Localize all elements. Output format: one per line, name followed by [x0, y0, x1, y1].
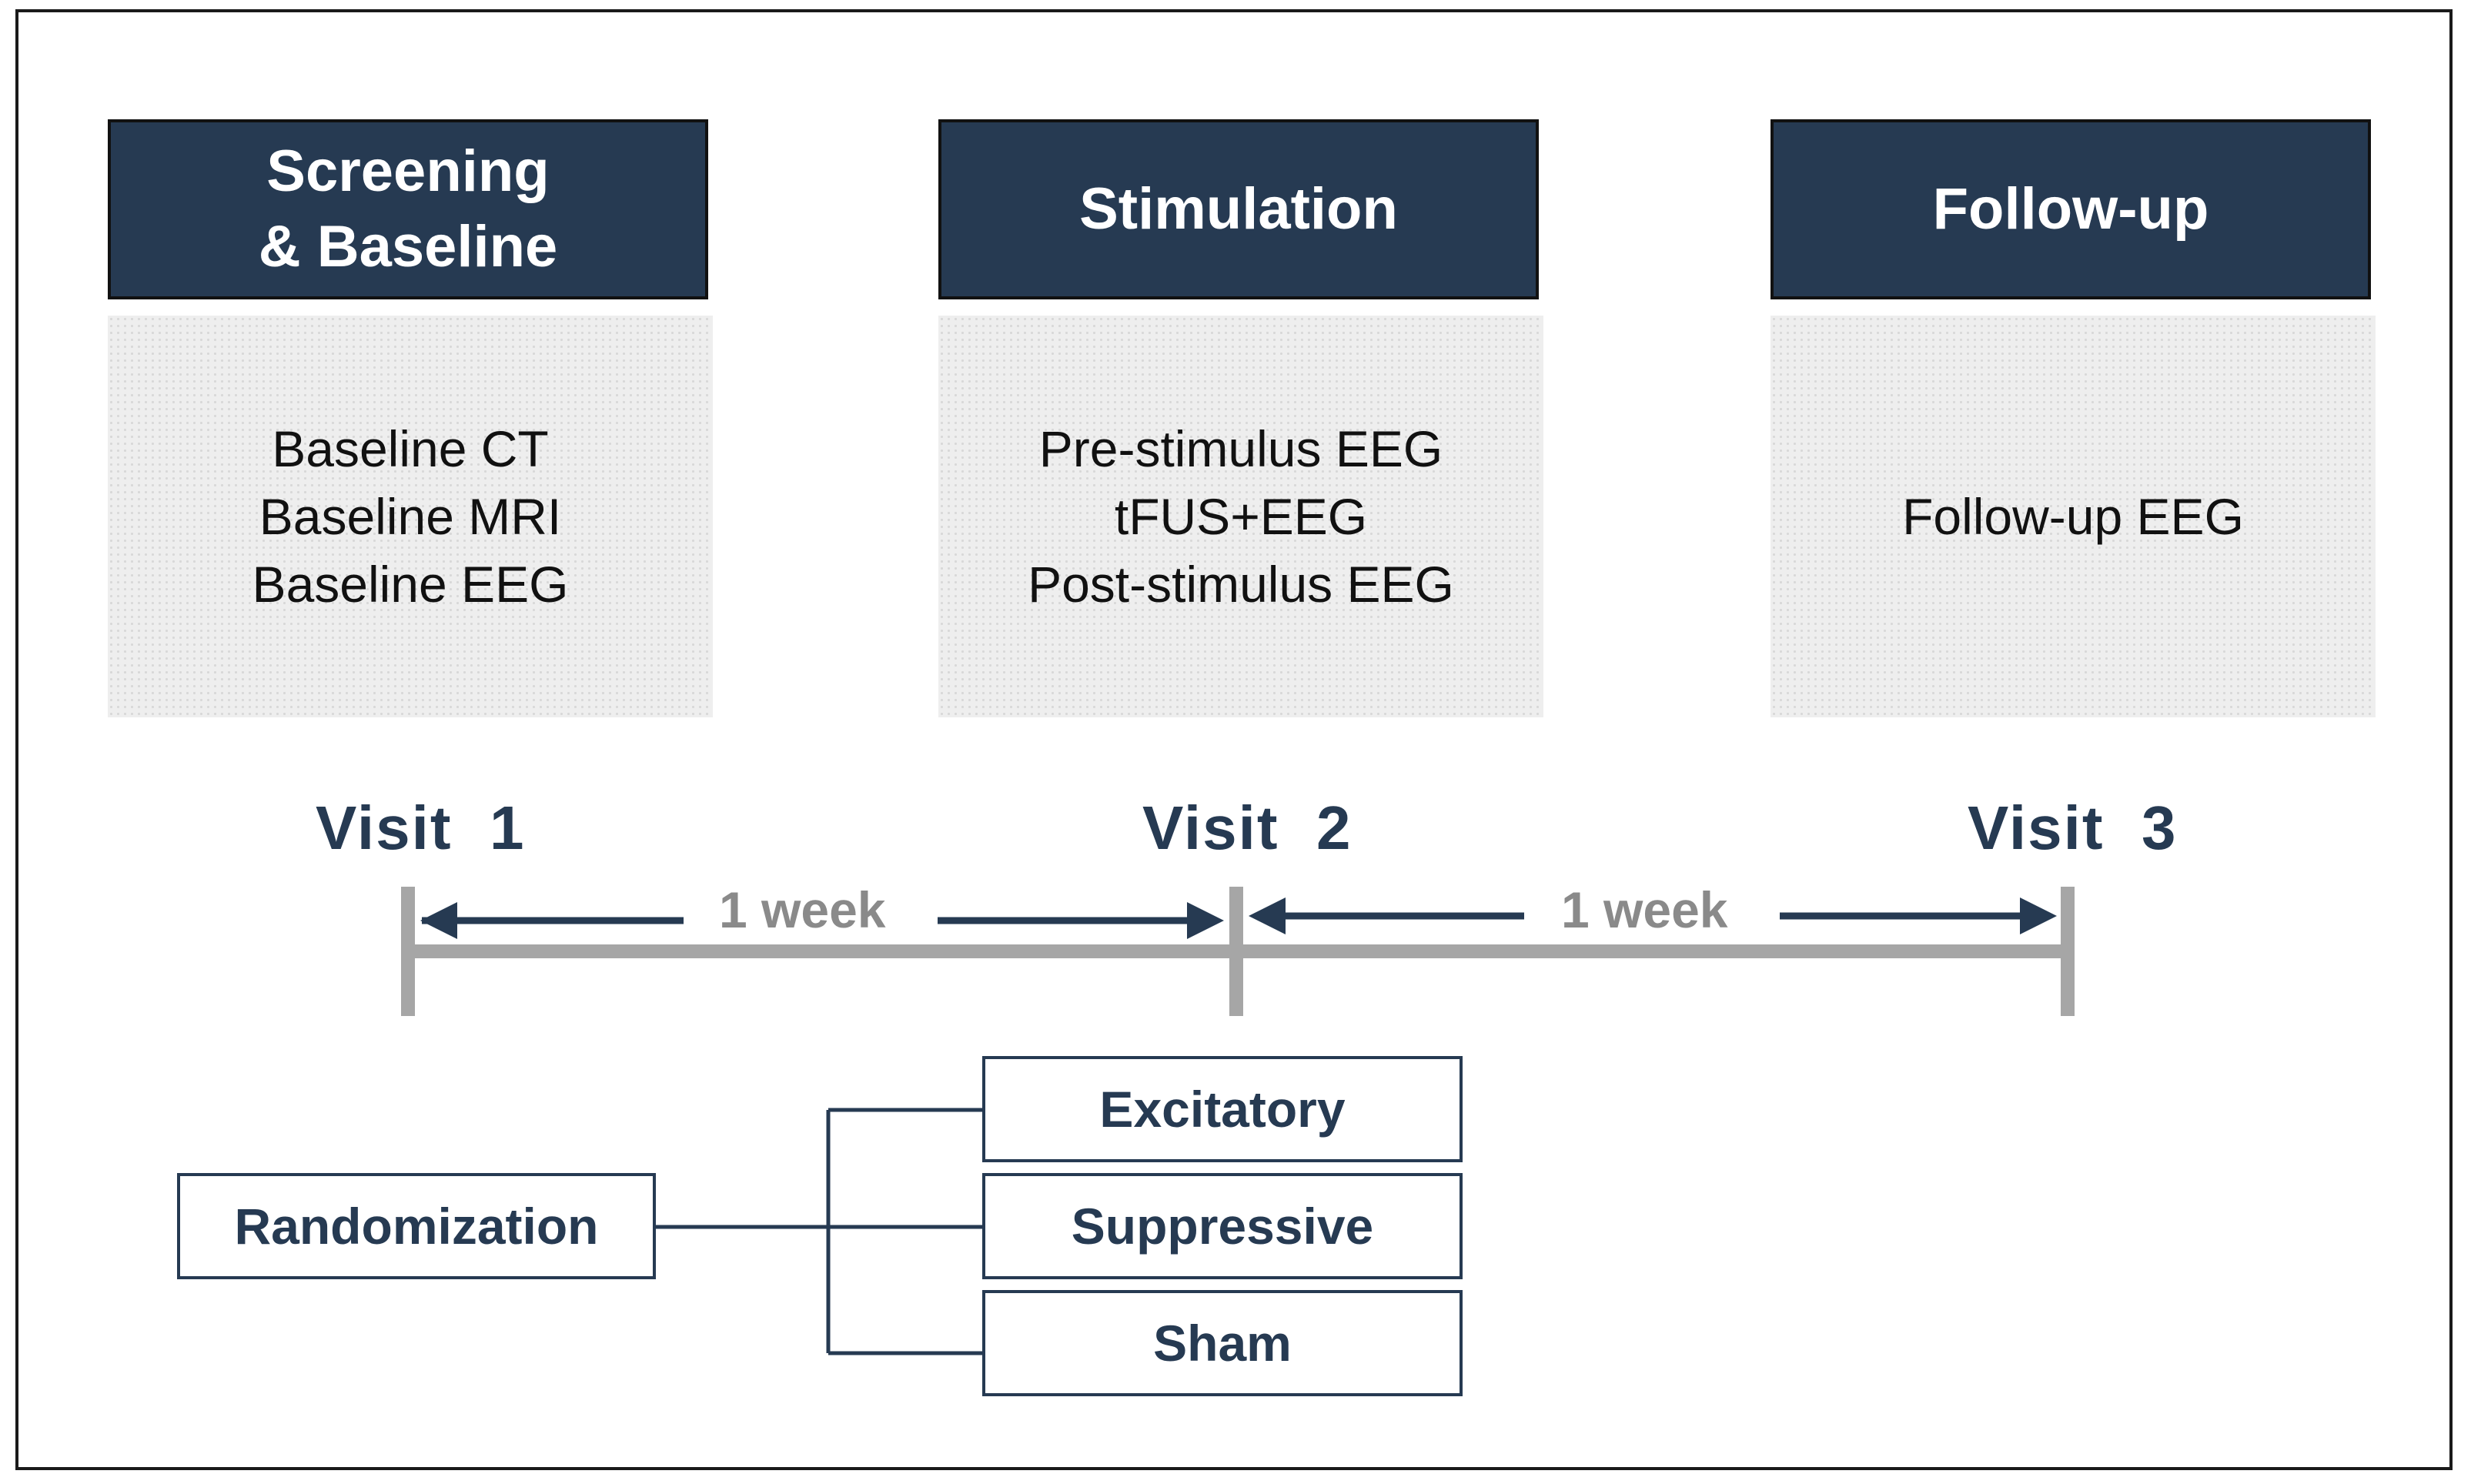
phase-box-follow-up: Follow-up EEG	[1770, 316, 2376, 717]
interval-arrow-2	[1249, 897, 2057, 934]
phase-item: Baseline EEG	[252, 556, 569, 613]
phase-box-stimulation: Pre-stimulus EEG tFUS+EEG Post-stimulus …	[938, 316, 1543, 717]
arm-suppressive: Suppressive	[982, 1173, 1463, 1279]
phase-item: tFUS+EEG	[1114, 488, 1368, 545]
visit-label-3: Visit 3	[1968, 794, 2178, 862]
randomization-box: Randomization	[177, 1173, 656, 1279]
randomization-connectors	[653, 1108, 985, 1355]
phase-header-stimulation: Stimulation	[938, 119, 1539, 299]
visit-label-2: Visit 2	[1142, 794, 1353, 862]
phase-item: Post-stimulus EEG	[1028, 556, 1454, 613]
phase-item: Pre-stimulus EEG	[1038, 420, 1443, 477]
phase-box-screening: Baseline CT Baseline MRI Baseline EEG	[108, 316, 713, 717]
arm-sham: Sham	[982, 1290, 1463, 1396]
phase-item: Baseline CT	[272, 420, 549, 477]
interval-arrow-1	[420, 902, 1224, 939]
visit-label-1: Visit 1	[316, 794, 526, 862]
phase-item: Follow-up EEG	[1902, 488, 2244, 545]
arm-excitatory: Excitatory	[982, 1056, 1463, 1162]
interval-label-2: 1 week	[1561, 881, 1728, 938]
phase-header-screening: Screening & Baseline	[108, 119, 708, 299]
interval-label-1: 1 week	[719, 881, 886, 938]
phase-header-follow-up: Follow-up	[1770, 119, 2371, 299]
phase-item: Baseline MRI	[259, 488, 562, 545]
